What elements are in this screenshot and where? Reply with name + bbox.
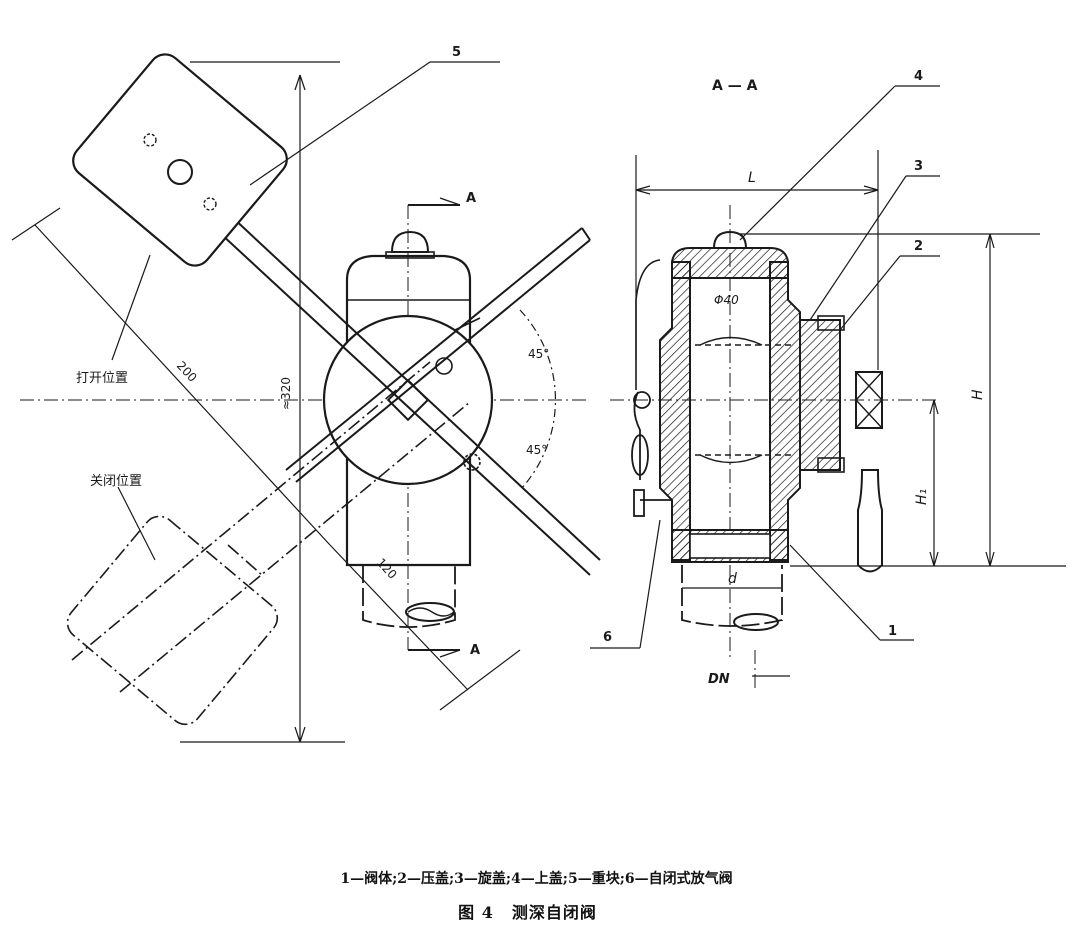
- leader-5: [249, 61, 431, 186]
- label-dim-d: d: [728, 571, 737, 587]
- leader-2: [839, 255, 901, 331]
- centerlines-left: [20, 205, 590, 650]
- label-section-title: A — A: [712, 78, 758, 94]
- label-section-mark-top: A: [466, 191, 476, 206]
- valve-body-left: [345, 254, 472, 567]
- chain-hook: [635, 259, 661, 390]
- label-part-2: 2: [914, 239, 923, 254]
- bolt-open: [167, 159, 193, 185]
- leader-1: [789, 544, 881, 641]
- lever-counter: [285, 227, 591, 483]
- gland: [800, 319, 841, 471]
- label-dim-DN: DN: [708, 672, 730, 687]
- label-part-1: 1: [888, 624, 897, 639]
- figure-caption: 图 4 测深自闭阀: [0, 899, 1073, 923]
- label-closed-position: 关闭位置: [90, 474, 142, 489]
- top-knob-left: [390, 230, 430, 253]
- leader-3: [809, 175, 907, 321]
- leader-open: [111, 254, 151, 361]
- label-dim-200: 200: [174, 358, 200, 384]
- handle-grip: [857, 469, 883, 573]
- section-view: [610, 205, 940, 690]
- valve-body-wall-left: [659, 261, 691, 561]
- dimensions-left: [11, 61, 521, 743]
- pipe-break-left: [405, 602, 455, 622]
- top-knob-right: [712, 230, 748, 249]
- figure-title: 测深自闭阀: [511, 903, 597, 922]
- weight-block-closed: [66, 361, 471, 726]
- pipe-break-right: [733, 613, 779, 631]
- top-cap: [671, 247, 789, 279]
- leader-4: [739, 85, 896, 241]
- label-angle-lower: 45°: [526, 443, 547, 457]
- pipe-left: [362, 565, 456, 628]
- label-angle-upper: 45°: [528, 347, 549, 361]
- label-dim-H: H: [970, 389, 986, 400]
- parts-legend: 1—阀体;2—压盖;3—旋盖;4—上盖;5—重块;6—自闭式放气阀: [340, 871, 733, 887]
- label-part-3: 3: [914, 159, 923, 174]
- label-dim-L: L: [748, 170, 756, 186]
- label-dim-120: 120: [374, 555, 400, 581]
- gland-disk: [322, 314, 494, 486]
- label-dim-phi40: Φ40: [714, 293, 739, 307]
- figure-number: 图 4: [458, 903, 494, 922]
- leader-6: [639, 519, 661, 649]
- label-part-4: 4: [914, 69, 923, 84]
- label-part-5: 5: [452, 45, 461, 60]
- label-dim-H1: H₁: [914, 489, 930, 505]
- label-part-6: 6: [603, 630, 612, 645]
- label-section-mark-bottom: A: [470, 643, 480, 658]
- label-dim-320: ≈320: [279, 377, 293, 410]
- label-open-position: 打开位置: [76, 371, 128, 386]
- leader-closed: [117, 486, 156, 561]
- dimensions-right: [590, 85, 1066, 677]
- front-view: [20, 53, 601, 726]
- vent-valve: [631, 391, 672, 517]
- valve-body-wall-right: [769, 261, 801, 561]
